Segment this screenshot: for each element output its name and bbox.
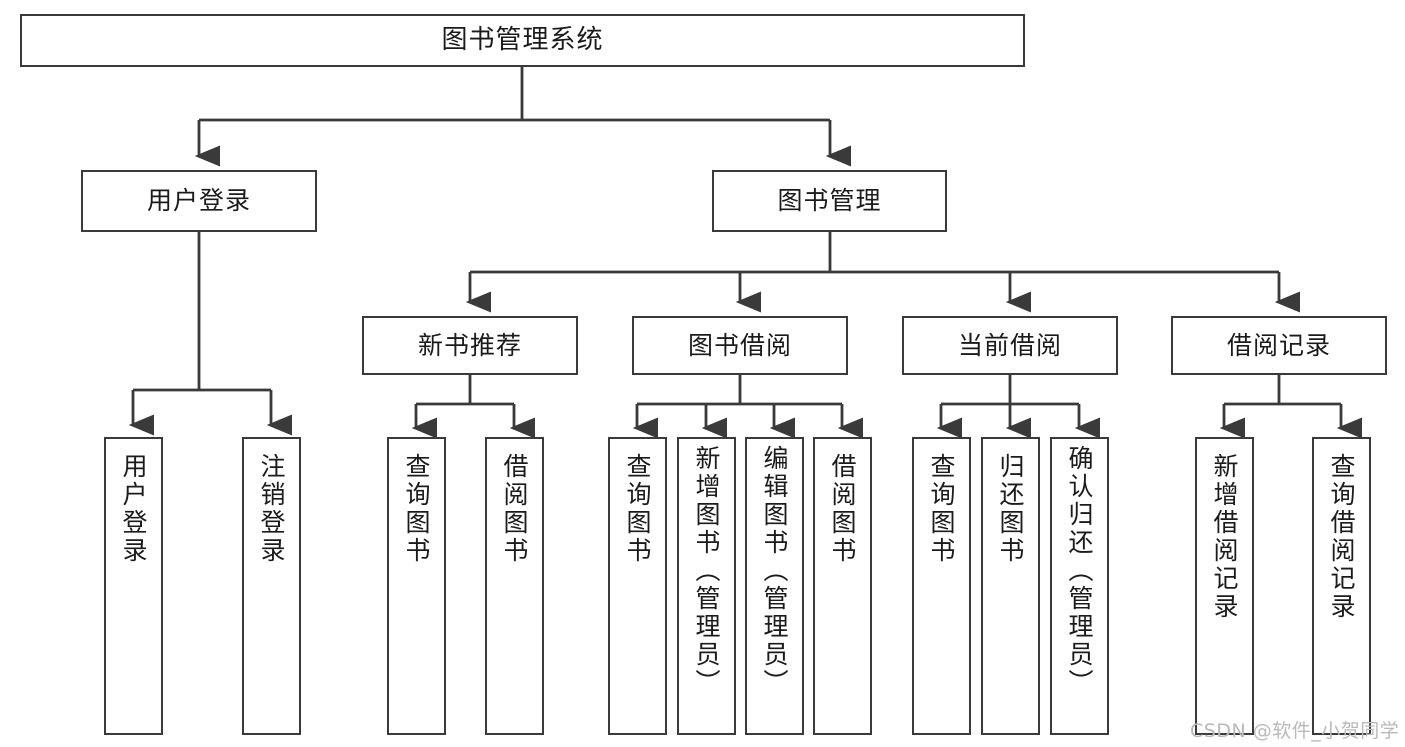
node-label: 借阅图书 (500, 453, 529, 565)
leaf-record-query-record[interactable]: 查询借阅记录 (1312, 437, 1371, 735)
leaf-borrow-edit-book-admin[interactable]: 编辑图书（管理员） (745, 437, 804, 735)
leaf-borrow-query-book[interactable]: 查询图书 (608, 437, 667, 735)
node-label: 借阅图书 (828, 453, 857, 565)
node-label: 新增借阅记录 (1210, 453, 1239, 621)
node-label: 图书管理系统 (441, 25, 604, 56)
leaf-current-return-book[interactable]: 归还图书 (981, 437, 1040, 735)
node-label: 注销登录 (257, 453, 286, 565)
leaf-current-confirm-return-admin[interactable]: 确认归还（管理员） (1050, 437, 1109, 735)
leaf-record-add-record[interactable]: 新增借阅记录 (1195, 437, 1254, 735)
node-user-login[interactable]: 用户登录 (81, 170, 317, 232)
csdn-watermark: CSDN @软件_小贺同学 (1190, 720, 1400, 742)
node-label: 编辑图书（管理员） (760, 445, 789, 697)
node-label: 确认归还（管理员） (1065, 445, 1094, 697)
node-book-management[interactable]: 图书管理 (712, 170, 947, 232)
node-label: 归还图书 (996, 453, 1025, 565)
node-label: 当前借阅 (957, 330, 1062, 360)
node-label: 图书借阅 (687, 330, 792, 360)
node-label: 图书管理 (777, 186, 882, 216)
leaf-borrow-borrow-book[interactable]: 借阅图书 (813, 437, 872, 735)
leaf-recommend-query-book[interactable]: 查询图书 (387, 437, 446, 735)
leaf-user-login-signout[interactable]: 注销登录 (242, 437, 301, 735)
node-book-borrow[interactable]: 图书借阅 (632, 316, 848, 375)
node-label: 借阅记录 (1226, 330, 1331, 360)
node-label: 查询借阅记录 (1327, 453, 1356, 621)
leaf-recommend-borrow-book[interactable]: 借阅图书 (485, 437, 544, 735)
node-label: 新增图书（管理员） (692, 445, 721, 697)
leaf-user-login-signin[interactable]: 用户登录 (104, 437, 163, 735)
node-label: 用户登录 (146, 186, 251, 216)
node-label: 查询图书 (623, 453, 652, 565)
node-borrow-record[interactable]: 借阅记录 (1171, 316, 1387, 375)
node-label: 查询图书 (927, 453, 956, 565)
node-root-system[interactable]: 图书管理系统 (20, 14, 1025, 67)
node-label: 用户登录 (119, 453, 148, 565)
leaf-borrow-add-book-admin[interactable]: 新增图书（管理员） (677, 437, 736, 735)
node-new-book-recommend[interactable]: 新书推荐 (362, 316, 578, 375)
node-label: 新书推荐 (417, 330, 522, 360)
leaf-current-query-book[interactable]: 查询图书 (912, 437, 971, 735)
node-current-borrow[interactable]: 当前借阅 (902, 316, 1118, 375)
node-label: 查询图书 (402, 453, 431, 565)
